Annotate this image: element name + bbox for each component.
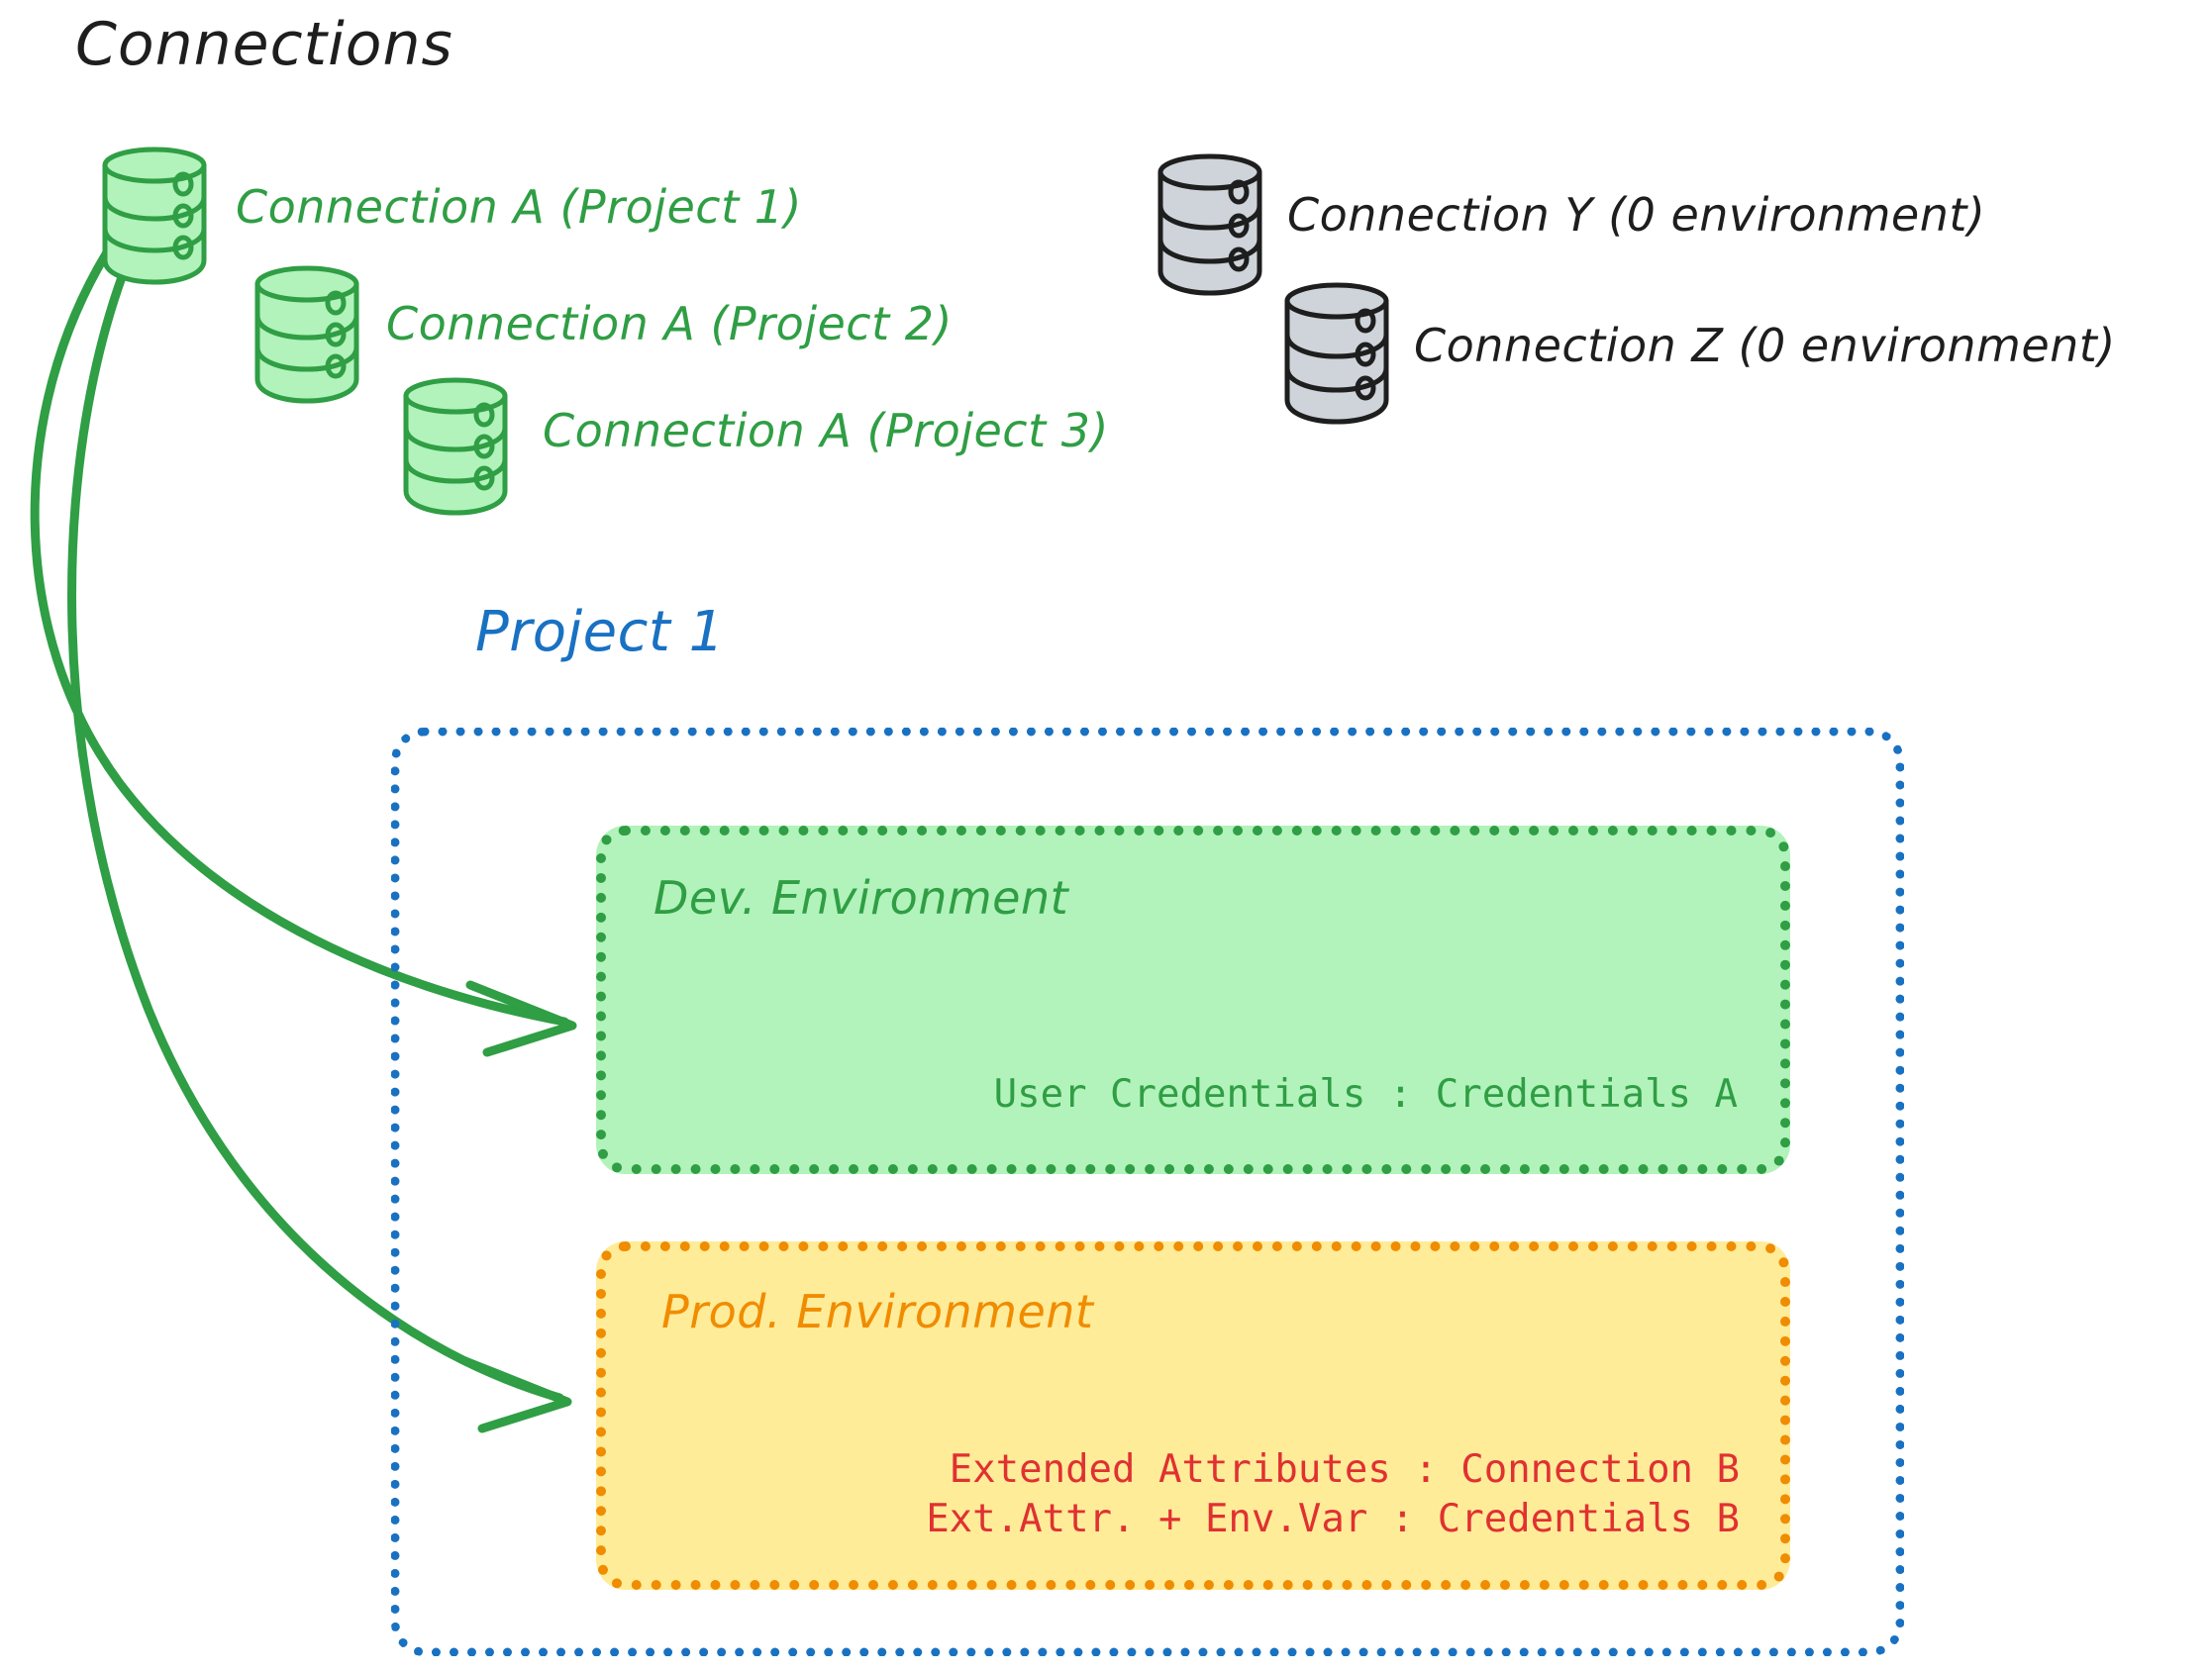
connection-label-a-project-3: Connection A (Project 3) — [543, 404, 1109, 457]
connection-label-a-project-2: Connection A (Project 2) — [386, 297, 953, 350]
prod-environment-box[interactable] — [596, 1241, 1790, 1590]
database-icon-connection-y[interactable] — [1151, 150, 1269, 303]
prod-environment-title: Prod. Environment — [661, 1285, 1094, 1338]
connection-label-y: Connection Y (0 environment) — [1287, 188, 1986, 242]
project-container — [391, 728, 1904, 1656]
connection-label-a-project-1: Connection A (Project 1) — [236, 180, 802, 234]
database-icon-connection-z[interactable] — [1277, 279, 1396, 432]
dev-environment-title: Dev. Environment — [654, 871, 1069, 925]
dev-environment-line-1: User Credentials : Credentials A — [993, 1072, 1738, 1117]
database-icon-connection-a-project-3[interactable] — [396, 374, 515, 522]
prod-environment-line-1: Extended Attributes : Connection B — [949, 1447, 1740, 1492]
prod-environment-line-2: Ext.Attr. + Env.Var : Credentials B — [926, 1497, 1740, 1541]
database-icon-connection-a-project-2[interactable] — [248, 262, 366, 410]
dev-environment-box[interactable] — [596, 826, 1790, 1174]
database-icon-connection-a-project-1[interactable] — [95, 144, 214, 291]
project-title: Project 1 — [475, 600, 725, 664]
connection-label-z: Connection Z (0 environment) — [1414, 319, 2116, 372]
page-title: Connections — [75, 10, 453, 79]
